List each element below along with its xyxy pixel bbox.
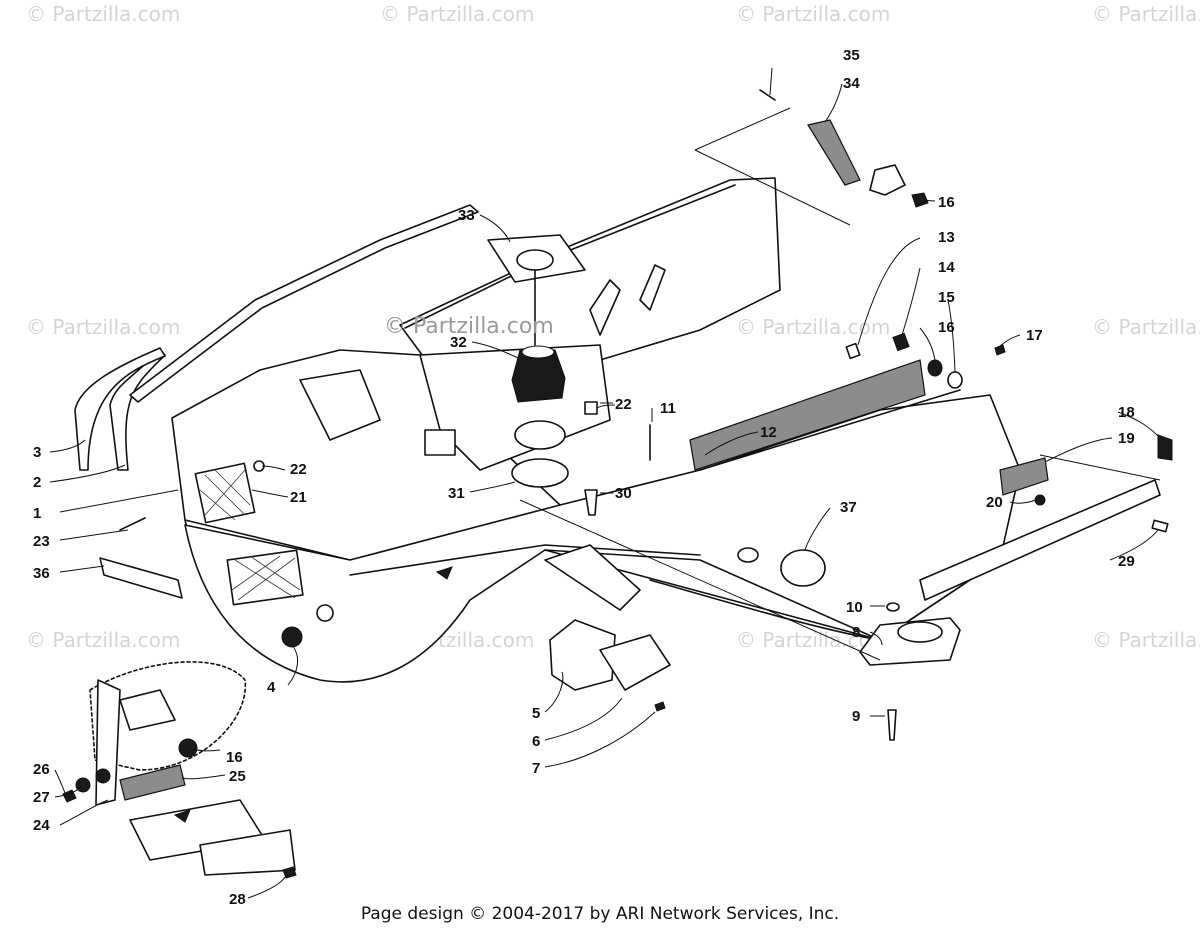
callout-34: 34 [843,75,860,92]
part-24-bracket [95,679,121,806]
callout-36: 36 [33,565,50,582]
callout-33: 33 [458,207,475,224]
watermark: © Partzilla.com [1092,628,1200,652]
callout-35: 35 [843,47,860,64]
watermark: © Partzilla.com [26,2,181,26]
callout-8: 8 [852,624,860,641]
callout-16c: 16 [226,749,243,766]
watermark: © Partzilla.com [26,315,181,339]
belly-pan [171,177,1021,683]
callout-11: 11 [660,400,676,417]
callout-24: 24 [33,817,50,834]
watermark: © Partzilla.com [380,2,535,26]
part-5-headlight [549,619,616,691]
callout-12: 12 [760,424,777,441]
part-34-bracket [807,119,861,186]
watermark: © Partzilla.com [736,315,891,339]
callout-3: 3 [33,444,41,461]
part-29-bar [919,479,1161,601]
callout-17: 17 [1026,327,1043,344]
callout-28: 28 [229,891,246,908]
callout-21: 21 [290,489,307,506]
callout-18: 18 [1118,404,1135,421]
callout-14: 14 [938,259,955,276]
part-25-bracket [119,764,186,801]
callout-22b: 22 [615,396,632,413]
center-watermark: © Partzilla.com [384,314,554,339]
callout-37: 37 [840,499,857,516]
callout-16b: 16 [938,319,955,336]
callout-26: 26 [33,761,50,778]
callout-9: 9 [852,708,860,725]
callout-5: 5 [532,705,540,722]
callout-16a: 16 [938,194,955,211]
callout-25: 25 [229,768,246,785]
watermark: © Partzilla.com [1092,2,1200,26]
part-19-trim [999,457,1049,496]
callout-27: 27 [33,789,50,806]
callout-4: 4 [267,679,276,696]
callout-13: 13 [938,229,955,246]
watermark: © Partzilla.com [26,628,181,652]
callout-31: 31 [448,485,465,502]
callout-19: 19 [1118,430,1135,447]
part-1-trim [129,204,479,403]
watermark: © Partzilla.com [736,2,891,26]
part-12-strip [689,359,926,471]
leader-lines [49,67,1161,899]
callout-labels: 1 2 3 4 5 6 7 8 9 10 11 12 13 14 15 16 1… [33,47,1135,908]
callout-32: 32 [450,334,467,351]
callout-30: 30 [615,485,632,502]
callout-1: 1 [33,505,41,522]
callout-2: 2 [33,474,41,491]
callout-15: 15 [938,289,955,306]
part-4-grommet [281,626,303,648]
part-6-bezel [599,634,671,691]
part-37-grommet [780,549,826,587]
callout-20: 20 [986,494,1003,511]
callout-22a: 22 [290,461,307,478]
callout-10: 10 [846,599,863,616]
callout-29: 29 [1118,553,1135,570]
callout-7: 7 [532,760,540,777]
part-32-boot [511,349,566,403]
page-footer: Page design © 2004-2017 by ARI Network S… [360,904,840,924]
part-36-bar [99,557,183,599]
watermark: © Partzilla.com [1092,315,1200,339]
part-3-trim [74,347,166,471]
callout-6: 6 [532,733,540,750]
callout-23: 23 [33,533,50,550]
part-18-tail-light [1157,434,1173,461]
